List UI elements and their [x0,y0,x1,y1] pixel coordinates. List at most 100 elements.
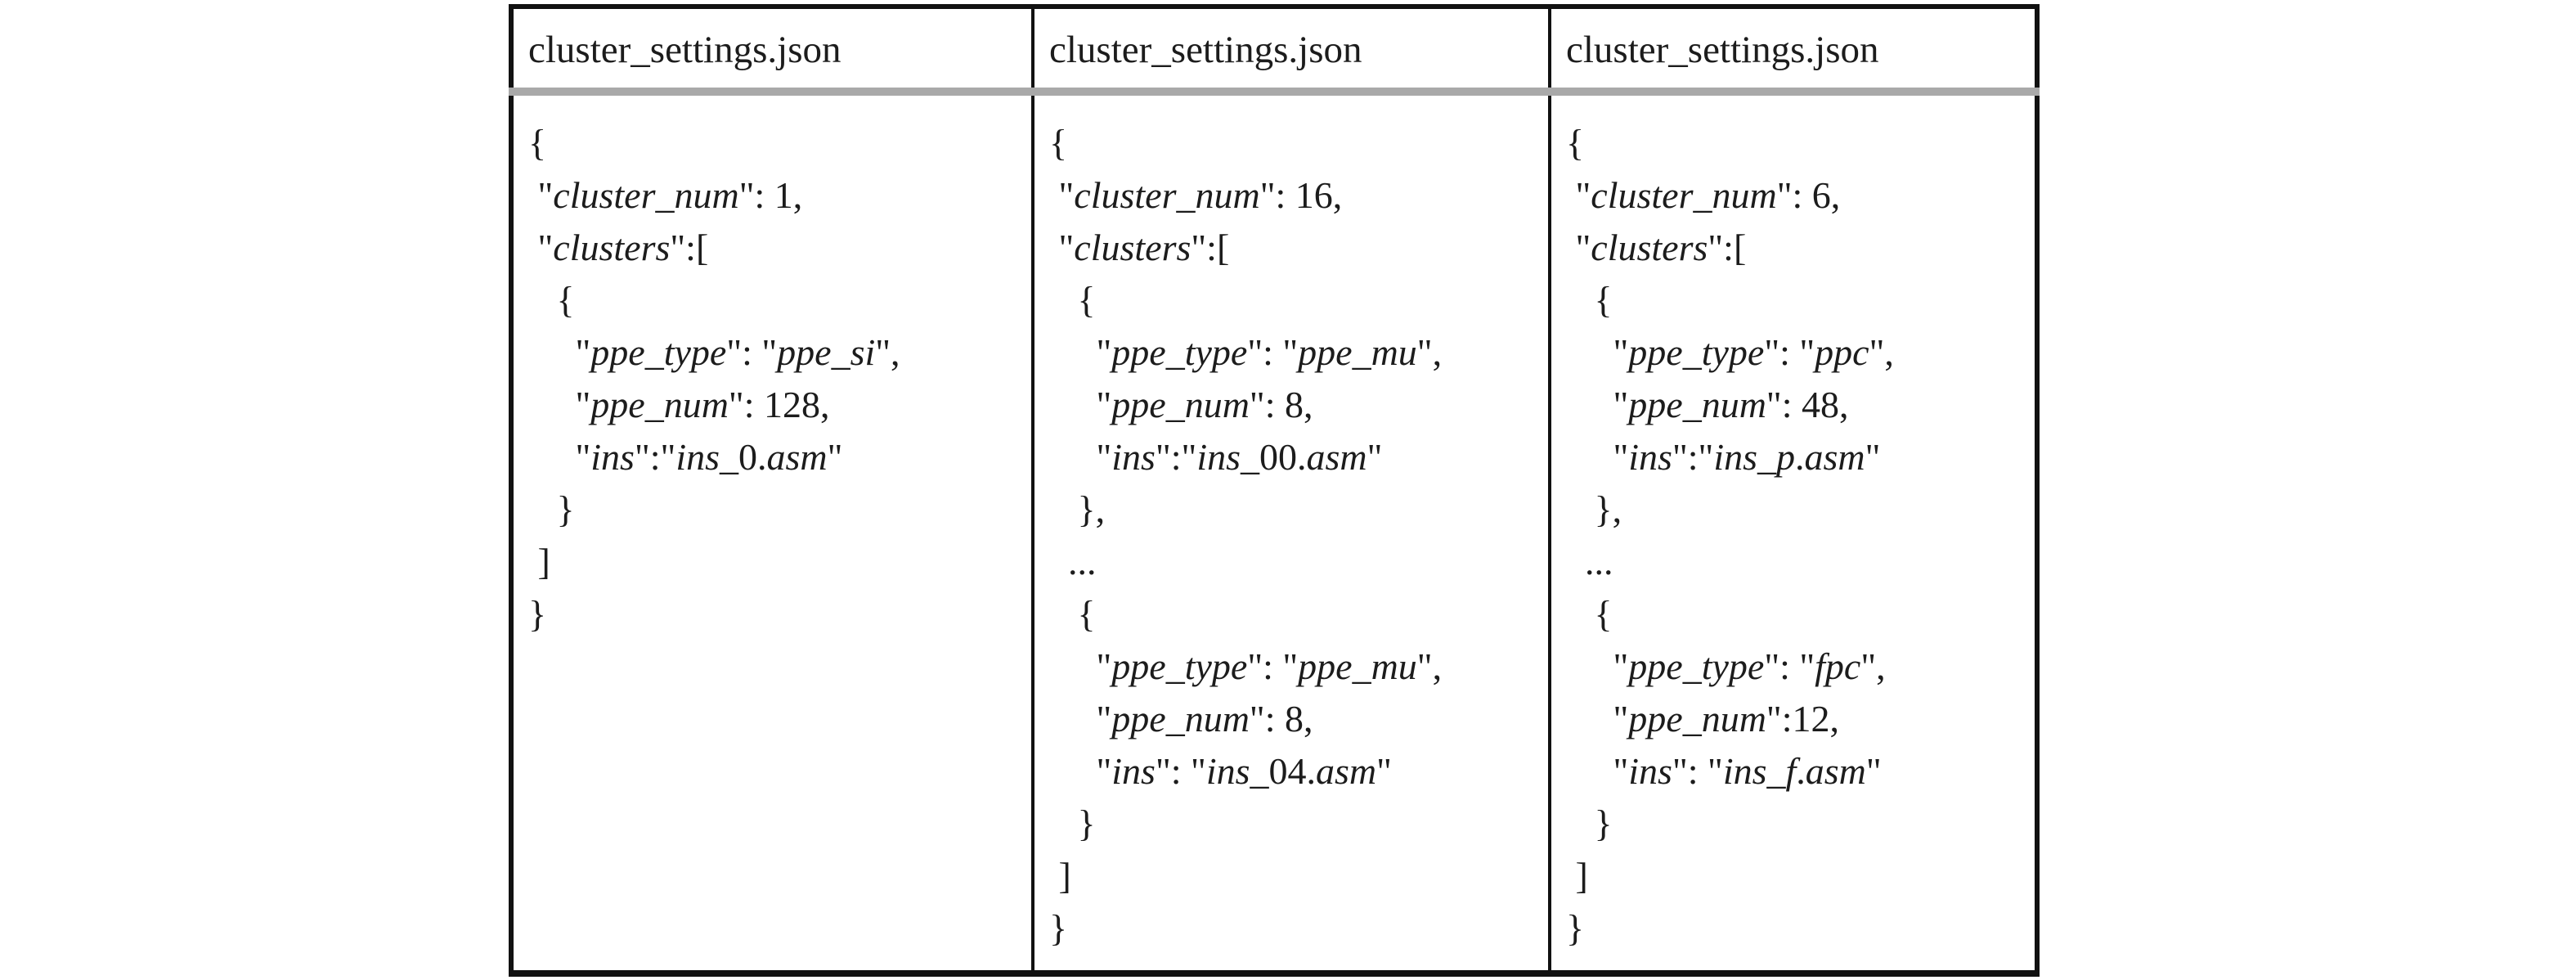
code-token: ": " [1247,331,1299,373]
code-token: clusters [553,227,671,268]
code-line: } [1566,902,2030,955]
code-token: { [528,122,547,164]
code-line: "ppe_type": "fpc", [1566,641,2030,693]
code-line: "ppe_num":12, [1566,693,2030,745]
code-token: " [1376,750,1392,792]
code-token: ": " [726,331,778,373]
code-token: ppe_mu [1298,331,1417,373]
header-row: cluster_settings.json cluster_settings.j… [511,7,2037,96]
code-token: " [1049,436,1112,478]
code-token: ins_ [1205,750,1269,792]
code-token: ":[ [670,227,709,268]
code-token: ins [590,436,635,478]
code-token: " [528,227,554,268]
code-token: ] [1566,855,1588,897]
code-token: " [528,174,554,216]
code-token: ins_ [675,436,738,478]
code-token: ins_f [1722,750,1797,792]
code-token: ppc [1815,331,1869,373]
code-token: " [1566,698,1629,739]
code-token: ":" [1155,436,1197,478]
code-token: cluster_num [1074,174,1260,216]
code-token: " [827,436,843,478]
code-line: { [528,274,1026,326]
code-token: ] [1049,855,1071,897]
code-line: "clusters":[ [1049,222,1543,274]
code-line: } [528,588,1026,641]
code-token: { [1049,279,1096,321]
code-line: "ppe_type": "ppe_mu", [1049,641,1543,693]
code-line: "cluster_num": 6, [1566,169,2030,222]
file-name-header-2: cluster_settings.json [1033,7,1551,96]
code-token: ppe_num [1111,698,1250,739]
code-token: { [1566,122,1585,164]
code-token: ":[ [1191,227,1230,268]
code-token: ":" [634,436,676,478]
code-token: ": " [1764,645,1815,687]
code-token: ins [1111,436,1156,478]
code-token: }, [1566,488,1622,530]
code-token: ", [875,331,900,373]
code-line: "ins":"ins_p.asm" [1566,431,2030,483]
code-line: "ppe_num": 8, [1049,379,1543,431]
code-token: } [1049,907,1068,949]
code-token: ": " [1247,645,1299,687]
json-code-cell-3: { "cluster_num": 6, "clusters":[ { "ppe_… [1550,92,2037,973]
code-line: }, [1566,483,2030,536]
code-token: ": 8, [1249,698,1313,739]
code-token: } [528,593,547,635]
file-name-label: cluster_settings.json [1566,29,1879,71]
code-line: "ppe_type": "ppe_mu", [1049,326,1543,379]
code-token: clusters [1591,227,1708,268]
code-token: ppe_type [1628,331,1765,373]
code-line: } [528,483,1026,536]
code-token: ":[ [1708,227,1747,268]
code-line: ] [528,536,1026,588]
code-line: "ppe_num": 48, [1566,379,2030,431]
code-token: " [1049,645,1112,687]
code-line: "clusters":[ [528,222,1026,274]
file-name-header-1: cluster_settings.json [511,7,1034,96]
code-token: } [1566,907,1585,949]
code-line: "ins":"ins_00.asm" [1049,431,1543,483]
code-line: { [1566,117,2030,169]
code-token: }, [1049,488,1106,530]
code-token: ppe_type [1111,331,1248,373]
code-token: ins_ [1196,436,1259,478]
code-line: { [1049,588,1543,641]
code-token: cluster_num [553,174,739,216]
code-token: " [1367,436,1383,478]
code-token: { [1566,593,1613,635]
code-token: " [528,384,591,425]
code-line: } [1049,798,1543,850]
code-line: "ppe_type": "ppc", [1566,326,2030,379]
code-token: ppe_type [1628,645,1765,687]
code-token: ... [1049,541,1097,582]
code-token: asm [1306,436,1367,478]
code-token: ", [1869,331,1894,373]
code-token: ins [1628,750,1672,792]
code-token: } [528,488,575,530]
code-token: ": 128, [728,384,830,425]
code-line: "ppe_num": 8, [1049,693,1543,745]
code-token: " [1566,750,1629,792]
code-token: " [1049,384,1112,425]
json-code-block: { "cluster_num": 6, "clusters":[ { "ppe_… [1551,96,2035,955]
code-token: ins_p [1713,436,1795,478]
cluster-settings-table: cluster_settings.json cluster_settings.j… [509,4,2040,977]
code-token: " [1566,384,1629,425]
code-token: " [1566,331,1629,373]
code-token: ppe_type [1111,645,1248,687]
code-token: ppe_num [1628,384,1766,425]
code-token: 0. [738,436,767,478]
code-token: " [1049,750,1112,792]
code-line: ] [1566,850,2030,902]
code-token: cluster_num [1591,174,1777,216]
code-token: ": 48, [1766,384,1849,425]
code-token: ppe_mu [1298,645,1417,687]
code-line: { [1049,117,1543,169]
code-token: ppe_type [590,331,727,373]
code-token: ppe_num [1111,384,1250,425]
code-token: " [1049,174,1075,216]
